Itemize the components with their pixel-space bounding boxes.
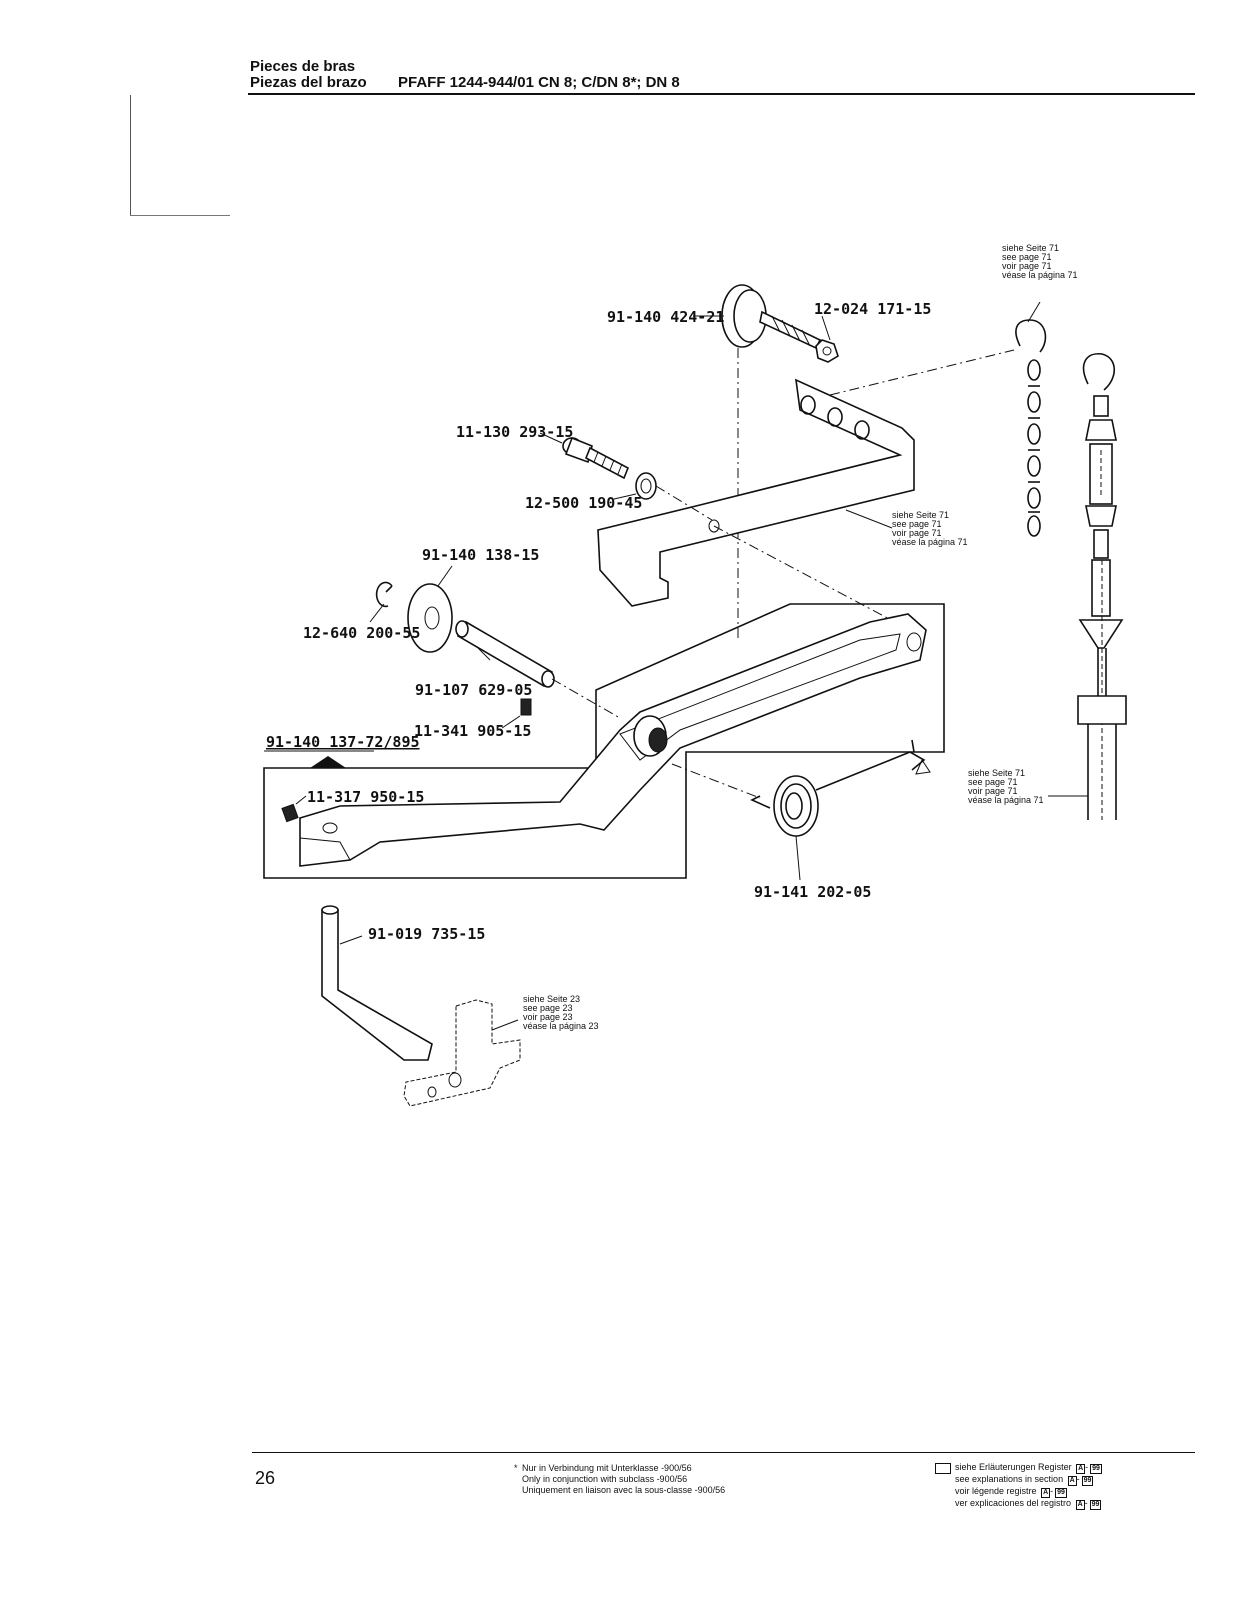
- scan-edge-horizontal: [130, 215, 230, 216]
- legend-line: ver explicaciones del registro A-99: [955, 1498, 1102, 1510]
- set-screw-part: [520, 698, 532, 716]
- lever-part: [299, 613, 927, 867]
- legend-box-icon: [935, 1463, 951, 1474]
- ref-line: siehe Seite 23: [523, 994, 580, 1004]
- large-washer-part: [407, 583, 453, 653]
- legend-line: see explanations in section A-99: [955, 1474, 1094, 1486]
- footer-rule: [252, 1452, 1195, 1453]
- part-number-label: 91-107 629-05: [415, 681, 532, 699]
- reference-note-right: siehe Seite 71 see page 71 voir page 71 …: [968, 768, 1044, 805]
- ref-line: siehe Seite 71: [968, 768, 1025, 778]
- scan-edge-vertical: [130, 95, 131, 215]
- ref-line: voir page 71: [892, 528, 942, 538]
- ref-line: see page 71: [892, 519, 942, 529]
- ref-line: see page 71: [1002, 252, 1052, 262]
- header-rule: [248, 93, 1195, 95]
- ref-line: voir page 71: [1002, 261, 1052, 271]
- footnote-line: Uniquement en liaison avec la sous-class…: [522, 1485, 726, 1495]
- part-number-label: 91-140 424-21: [607, 308, 724, 326]
- part-number-label: 91-140 138-15: [422, 546, 539, 564]
- assembly-marker-icon: [310, 756, 346, 768]
- assembly-part-number: 91-140 137-72/895: [266, 733, 420, 751]
- header-title-fr: Pieces de bras: [250, 58, 356, 75]
- assembly-outline: [263, 603, 945, 879]
- ref-line: siehe Seite 71: [1002, 243, 1059, 253]
- header-title-es: Piezas del brazo: [250, 74, 367, 91]
- small-bracket-part: [403, 999, 521, 1107]
- part-number-label: 12-640 200-55: [303, 624, 420, 642]
- bracket-part: [597, 378, 915, 607]
- retaining-ring-part: [375, 581, 393, 608]
- part-number-label: 11-341 905-15: [414, 722, 531, 740]
- ref-line: véase la página 71: [968, 795, 1044, 805]
- reference-note-middle: siehe Seite 71 see page 71 voir page 71 …: [892, 510, 968, 547]
- part-number-label: 91-141 202-05: [754, 883, 871, 901]
- ref-line: voir page 23: [523, 1012, 573, 1022]
- legend-line: voir légende registre A-99: [955, 1486, 1067, 1498]
- reference-note-page23: siehe Seite 23 see page 23 voir page 23 …: [523, 994, 599, 1031]
- ref-line: siehe Seite 71: [892, 510, 949, 520]
- part-number-label: 12-024 171-15: [814, 300, 931, 318]
- ref-line: véase la página 71: [892, 537, 968, 547]
- reference-note-top: siehe Seite 71 see page 71 voir page 71 …: [1002, 243, 1078, 280]
- grub-screw-part: [281, 803, 299, 823]
- header-model: PFAFF 1244-944/01 CN 8; C/DN 8*; DN 8: [398, 74, 680, 91]
- part-number-label: 11-317 950-15: [307, 788, 424, 806]
- turnbuckle-part: [1077, 353, 1127, 820]
- ref-line: voir page 71: [968, 786, 1018, 796]
- footnote-line: Nur in Verbindung mit Unterklasse -900/5…: [522, 1463, 692, 1473]
- pin-part: [455, 620, 555, 688]
- chain-part: [1015, 301, 1047, 537]
- ref-line: see page 23: [523, 1003, 573, 1013]
- spring-part: [750, 739, 931, 837]
- l-pin-part: [321, 905, 433, 1061]
- ref-line: véase la página 23: [523, 1021, 599, 1031]
- ref-line: see page 71: [968, 777, 1018, 787]
- footnote: * Nur in Verbindung mit Unterklasse -900…: [514, 1463, 726, 1496]
- buffer-part: [721, 284, 839, 363]
- part-number-label: 12-500 190-45: [525, 494, 642, 512]
- screw-part: [562, 436, 630, 480]
- part-number-label: 91-019 735-15: [368, 925, 485, 943]
- footnote-line: Only in conjunction with subclass -900/5…: [522, 1474, 688, 1484]
- ref-line: véase la página 71: [1002, 270, 1078, 280]
- part-number-label: 11-130 293-15: [456, 423, 573, 441]
- footnote-star: *: [514, 1463, 518, 1473]
- page-number: 26: [255, 1468, 276, 1488]
- legend-line: siehe Erläuterungen Register A-99: [955, 1462, 1102, 1474]
